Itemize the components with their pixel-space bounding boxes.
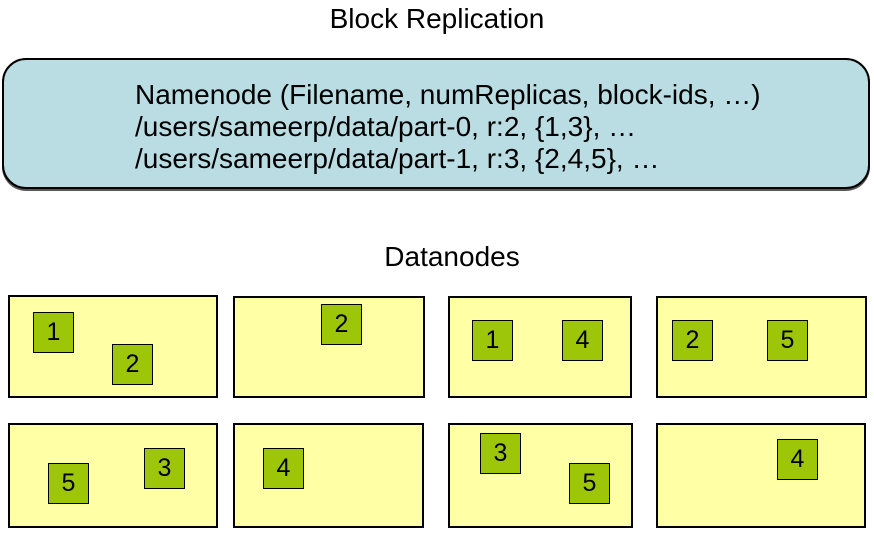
datanode-8-block-4: 4 (777, 439, 818, 480)
datanode-6-block-4: 4 (263, 448, 304, 489)
datanode-1-block-2: 2 (112, 344, 153, 385)
datanode-7-block-5: 5 (569, 463, 610, 504)
datanode-4-block-2: 2 (672, 320, 713, 361)
datanode-1-block-1: 1 (33, 312, 74, 353)
datanode-6-box (233, 423, 424, 528)
page-title: Block Replication (329, 3, 545, 34)
datanodes-label: Datanodes (384, 241, 520, 272)
namenode-line-part0: /users/sameerp/data/part-0, r:2, {1,3}, … (135, 111, 637, 142)
datanode-5-box (8, 423, 218, 528)
datanode-3-block-1: 1 (472, 320, 513, 361)
datanode-3-block-4: 4 (562, 320, 603, 361)
namenode-line-part1: /users/sameerp/data/part-1, r:3, {2,4,5}… (135, 143, 660, 174)
namenode-box (2, 58, 870, 189)
datanode-8-box (656, 423, 866, 528)
datanode-2-block-2: 2 (321, 304, 362, 345)
namenode-text: Namenode (Filename, numReplicas, block-i… (135, 79, 761, 175)
datanode-7-block-3: 3 (480, 433, 521, 474)
namenode-line-header: Namenode (Filename, numReplicas, block-i… (135, 79, 761, 110)
datanode-5-block-3: 3 (144, 448, 185, 489)
datanode-4-block-5: 5 (767, 320, 808, 361)
datanode-5-block-5: 5 (48, 463, 89, 504)
